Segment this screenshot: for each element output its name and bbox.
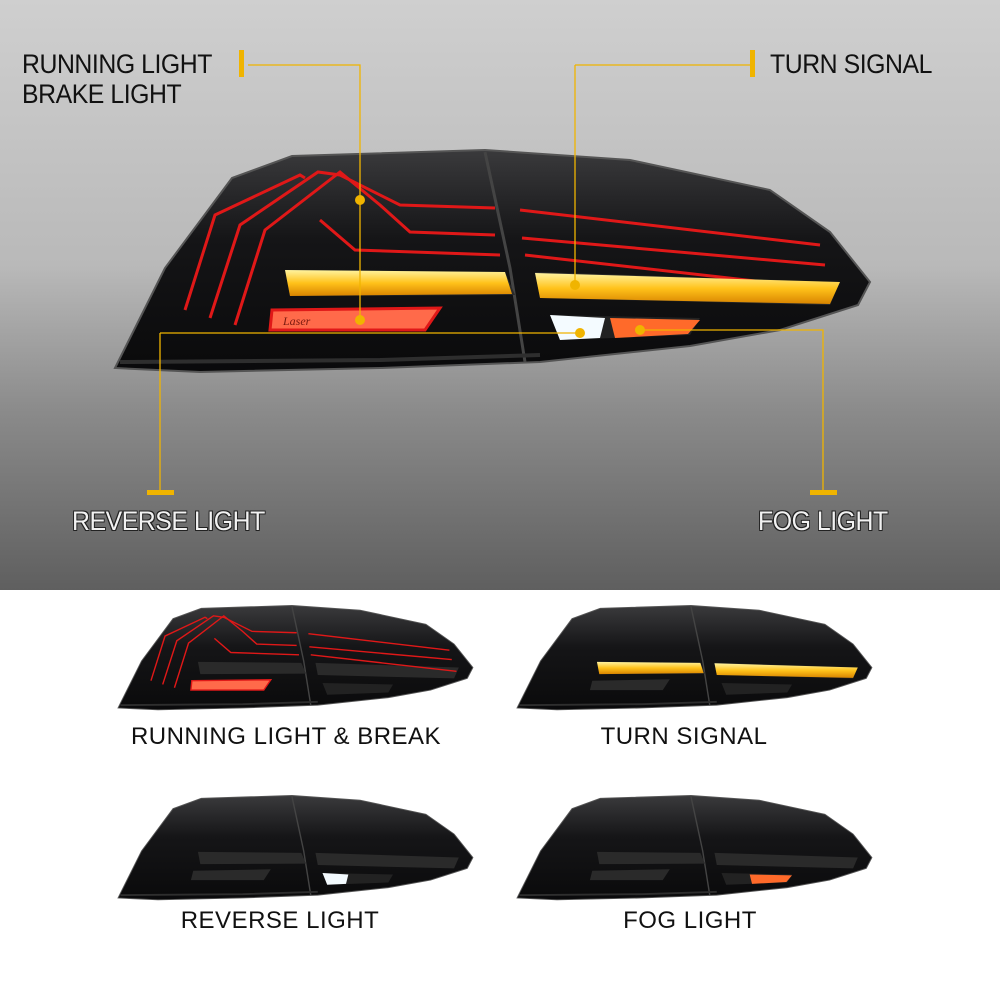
fog-light-label: FOG LIGHT bbox=[758, 506, 888, 536]
brake-light-label: BRAKE LIGHT bbox=[22, 79, 182, 109]
main-tail-light: Laser bbox=[113, 148, 872, 374]
caption-reverse-light: REVERSE LIGHT bbox=[180, 907, 380, 934]
callout-lines bbox=[159, 64, 824, 492]
caption-fog-light: FOG LIGHT bbox=[623, 907, 757, 934]
variant-running-brake bbox=[117, 604, 474, 711]
turn-signal-label: TURN SIGNAL bbox=[770, 49, 932, 79]
variant-turn-signal bbox=[516, 604, 873, 711]
laser-marking: Laser bbox=[282, 314, 311, 328]
callout-markers bbox=[147, 50, 837, 495]
running-light-label: RUNNING LIGHT bbox=[22, 49, 212, 79]
caption-turn-signal: TURN SIGNAL bbox=[600, 723, 768, 750]
variant-reverse-light bbox=[117, 794, 474, 901]
variant-fog-light bbox=[516, 794, 873, 901]
caption-running-brake: RUNNING LIGHT & BREAK bbox=[130, 723, 442, 750]
reverse-light-label: REVERSE LIGHT bbox=[72, 506, 265, 536]
